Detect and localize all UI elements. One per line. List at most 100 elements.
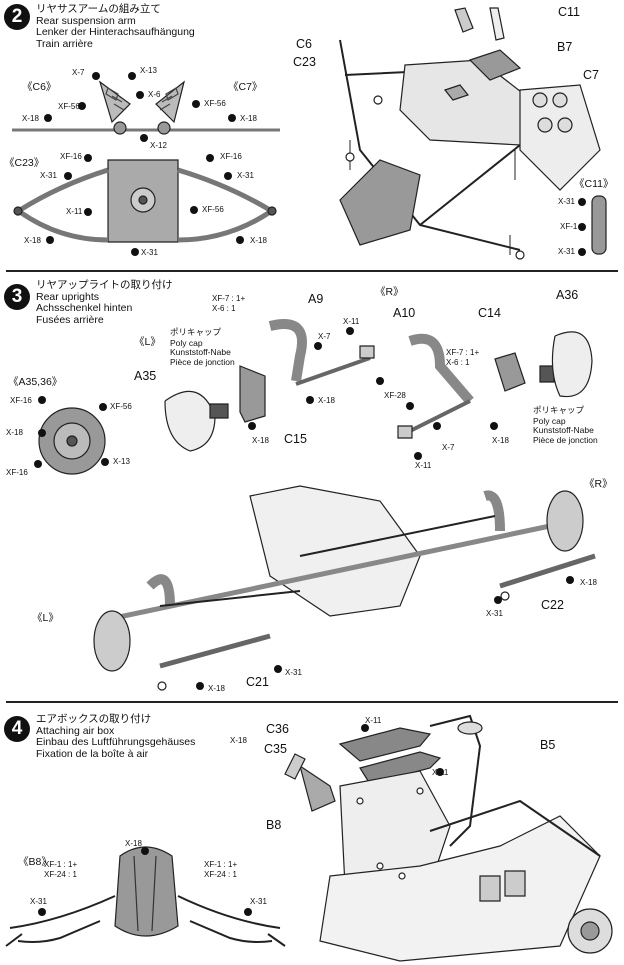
step-2-title-fr: Train arrière — [36, 37, 93, 50]
screw-label: XF-1 — [560, 222, 578, 231]
part-a10: A10 — [393, 306, 416, 320]
part-c14: C14 — [478, 306, 501, 320]
part-a36: A36 — [556, 288, 579, 302]
ratio-label: XF-24 : 1 — [204, 870, 237, 879]
screw-label: XF-56 — [110, 402, 132, 411]
step-4-title-en: Attaching air box — [36, 724, 115, 737]
screw-label: X-18 — [492, 436, 509, 445]
screw-label: X-31 — [558, 197, 575, 206]
part-c36: C36 — [266, 722, 289, 736]
group-l-label: 《L》 — [32, 612, 59, 624]
screw-label: X-31 — [237, 171, 254, 180]
step-3-section: 3 リヤアップライトの取り付け Rear uprights Achsschenk… — [0, 276, 624, 696]
screw-label: X-18 — [24, 236, 41, 245]
step-3-number: 3 — [4, 284, 30, 310]
step-4-section: 4 エアボックスの取り付け Attaching air box Einbau d… — [0, 706, 624, 965]
step-3-title: リヤアップライトの取り付け Rear uprights Achsschenkel… — [36, 279, 173, 326]
screw-label: X-31 — [285, 668, 302, 677]
group-c6-label: 《C6》 — [22, 81, 57, 93]
screw-label: X-18 — [250, 236, 267, 245]
step-2-title-de: Lenker der Hinterachsaufhängung — [36, 26, 195, 38]
screw-label: X-11 — [432, 768, 449, 777]
step-3-title-en: Rear uprights — [36, 290, 100, 303]
step-3-title-fr: Fusées arrière — [36, 313, 104, 326]
part-c21: C21 — [246, 675, 269, 689]
part-c11: C11 — [558, 5, 581, 19]
screw-label: X-18 — [22, 114, 39, 123]
screw-label: X-18 — [6, 428, 23, 437]
ratio-label: XF-24 : 1 — [44, 870, 77, 879]
ratio-label: XF-7 : 1+ — [212, 294, 246, 303]
part-c7: C7 — [583, 68, 599, 82]
section-divider — [6, 270, 618, 272]
screw-label: X-18 — [230, 736, 247, 745]
step-2-number: 2 — [4, 4, 30, 30]
screw-label: X-13 — [140, 66, 157, 75]
screw-label: X-18 — [252, 436, 269, 445]
step-2-title-en: Rear suspension arm — [36, 14, 136, 27]
screw-label: X-13 — [113, 457, 130, 466]
screw-label: X-11 — [343, 317, 360, 326]
screw-label: X-31 — [250, 897, 267, 906]
group-r-label: 《R》 — [584, 478, 613, 490]
part-b7: B7 — [557, 40, 573, 54]
group-l-label: 《L》 — [134, 336, 161, 348]
step-3-illustration — [34, 276, 624, 696]
screw-label: X-18 — [208, 684, 225, 693]
screw-label: X-11 — [365, 716, 382, 725]
screw-label: X-31 — [40, 171, 57, 180]
step-4-title-de: Einbau des Luftführungsgehäuses — [36, 736, 196, 748]
screw-label: XF-16 — [6, 468, 28, 477]
part-c15: C15 — [284, 432, 307, 446]
polycap-note-left: ポリキャップ Poly cap Kunststoff-Nabe Pièce de… — [170, 328, 235, 367]
part-c6: C6 — [296, 37, 312, 51]
screw-label: X-11 — [415, 461, 432, 470]
screw-label: X-31 — [558, 247, 575, 256]
screw-label: X-12 — [150, 141, 167, 150]
screw-label: X-18 — [580, 578, 597, 587]
step-4-illustration — [0, 706, 624, 965]
part-c23: C23 — [293, 55, 316, 69]
step-4-number: 4 — [4, 716, 30, 742]
screw-label: XF-16 — [220, 152, 242, 161]
step-4-title: エアボックスの取り付け Attaching air box Einbau des… — [36, 713, 196, 760]
part-a9: A9 — [308, 292, 324, 306]
step-3-title-de: Achsschenkel hinten — [36, 302, 133, 314]
screw-label: X-7 — [72, 68, 85, 77]
group-b8-label: 《B8》 — [18, 856, 52, 868]
screw-label: X-18 — [125, 839, 142, 848]
polycap-note-right: ポリキャップ Poly cap Kunststoff-Nabe Pièce de… — [533, 406, 598, 445]
part-b8: B8 — [266, 818, 282, 832]
part-c35: C35 — [264, 742, 287, 756]
group-r-label: 《R》 — [375, 286, 404, 298]
step-2-section: 2 リヤサスアームの組み立て Rear suspension arm Lenke… — [0, 0, 624, 268]
part-c22: C22 — [541, 598, 564, 612]
screw-label: X-6 — [148, 90, 161, 99]
screw-label: XF-56 — [204, 99, 226, 108]
part-b5: B5 — [540, 738, 556, 752]
screw-label: X-7 — [318, 332, 331, 341]
screw-label: XF-56 — [202, 205, 224, 214]
ratio-label: X-6 : 1 — [212, 304, 236, 313]
ratio-label: XF-1 : 1+ — [44, 860, 78, 869]
step-3-title-ja: リヤアップライトの取り付け — [36, 279, 173, 291]
screw-label: XF-16 — [60, 152, 82, 161]
screw-label: XF-28 — [384, 391, 406, 400]
ratio-label: X-6 : 1 — [446, 358, 470, 367]
step-4-title-ja: エアボックスの取り付け — [36, 713, 152, 725]
screw-label: XF-16 — [10, 396, 32, 405]
group-c23-label: 《C23》 — [4, 157, 45, 169]
step-4-title-fr: Fixation de la boîte à air — [36, 747, 149, 760]
screw-label: X-31 — [30, 897, 47, 906]
screw-label: X-7 — [442, 443, 455, 452]
part-a35: A35 — [134, 369, 157, 383]
screw-label: X-31 — [141, 248, 158, 257]
ratio-label: XF-7 : 1+ — [446, 348, 480, 357]
group-c11-label: 《C11》 — [574, 178, 614, 190]
screw-label: X-18 — [318, 396, 335, 405]
screw-label: XF-56 — [58, 102, 80, 111]
screw-label: X-11 — [66, 207, 83, 216]
step-2-title-ja: リヤサスアームの組み立て — [36, 3, 161, 15]
group-c7-label: 《C7》 — [228, 81, 263, 93]
step-2-title: リヤサスアームの組み立て Rear suspension arm Lenker … — [36, 3, 195, 50]
